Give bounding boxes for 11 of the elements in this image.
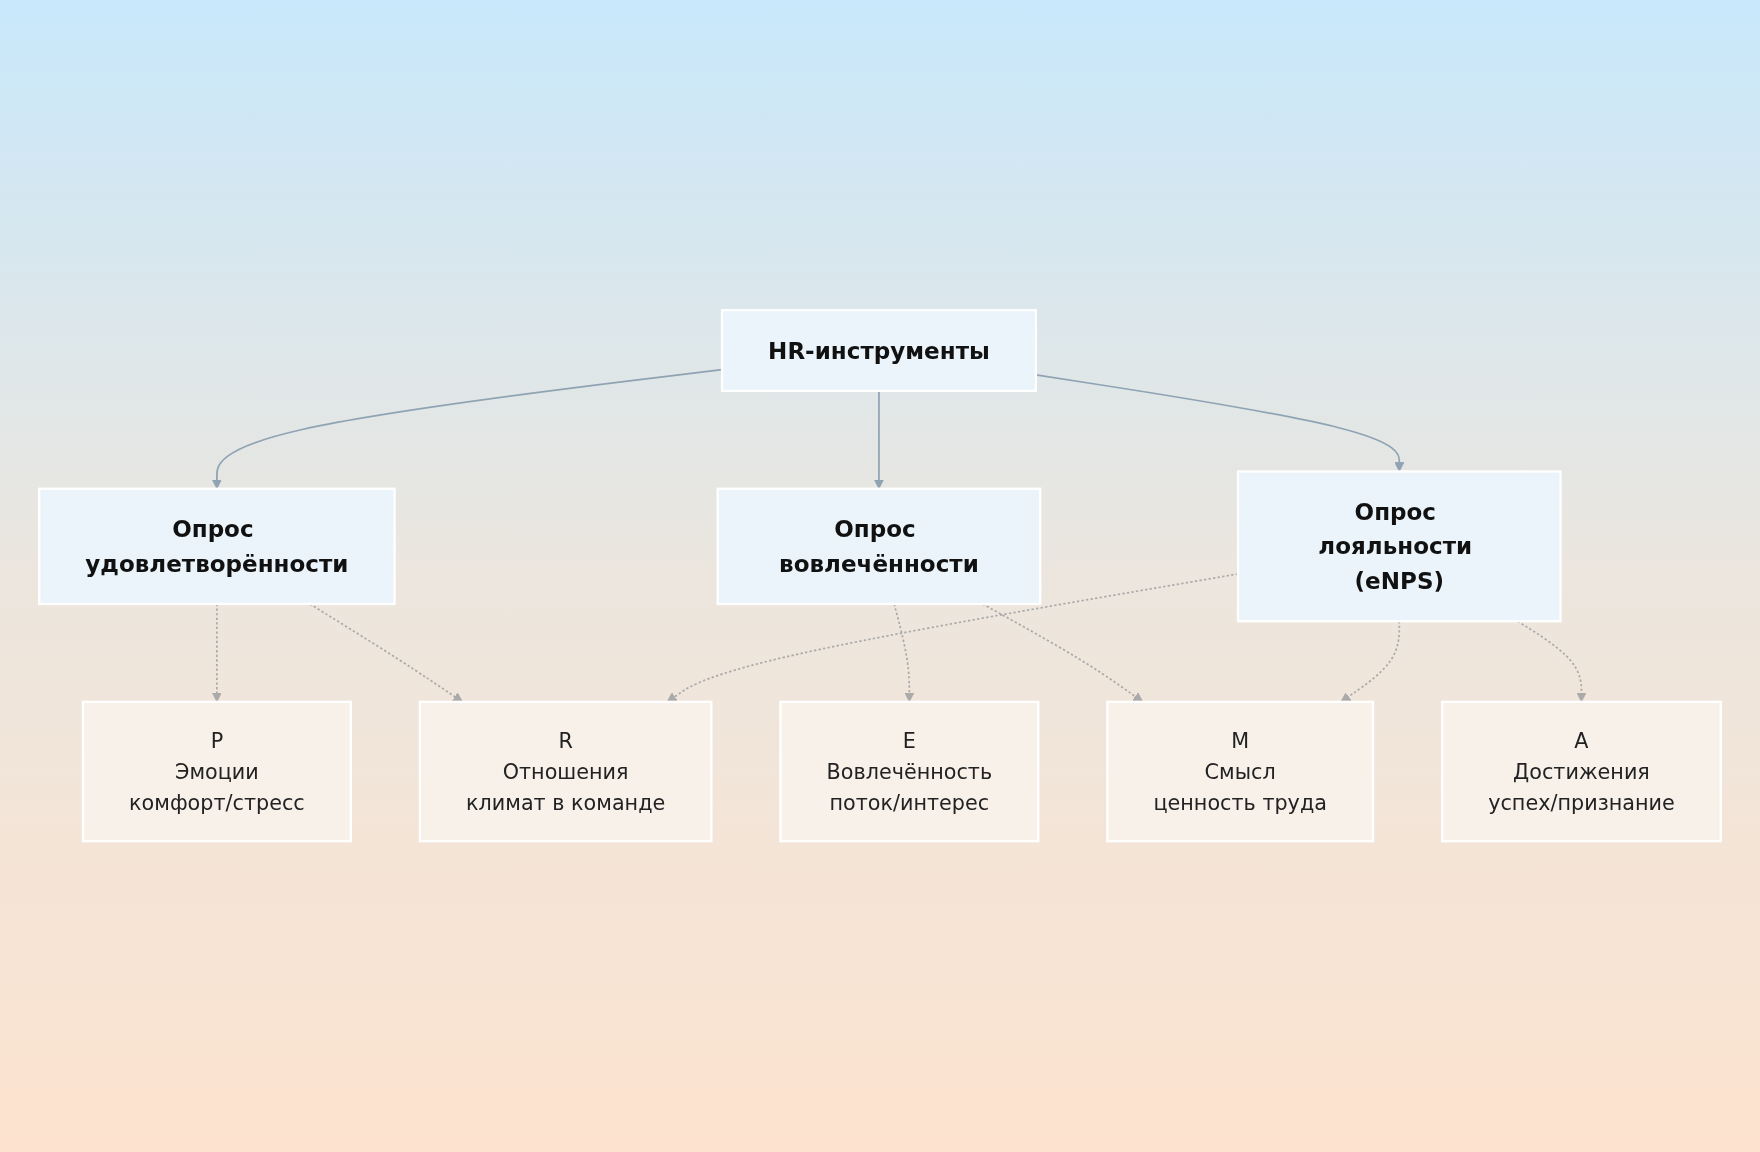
arrow <box>211 369 723 490</box>
node-box: A Достижения успех/признание <box>1441 700 1722 843</box>
node-box: Опрос удовлетворённости <box>38 487 396 606</box>
node-box: Опрос вовлечённости <box>716 487 1042 606</box>
node-box: P Эмоции комфорт/стресс <box>81 700 352 843</box>
node-box: M Смысл ценность труда <box>1106 700 1375 843</box>
node-box: R Отношения климат в команде <box>418 700 713 843</box>
arrow <box>666 573 1239 703</box>
node-box: HR-инструменты <box>720 309 1038 393</box>
node-box: E Вовлечённость поток/интерес <box>779 700 1040 843</box>
node-box: Опрос лояльности (eNPS) <box>1236 470 1562 623</box>
